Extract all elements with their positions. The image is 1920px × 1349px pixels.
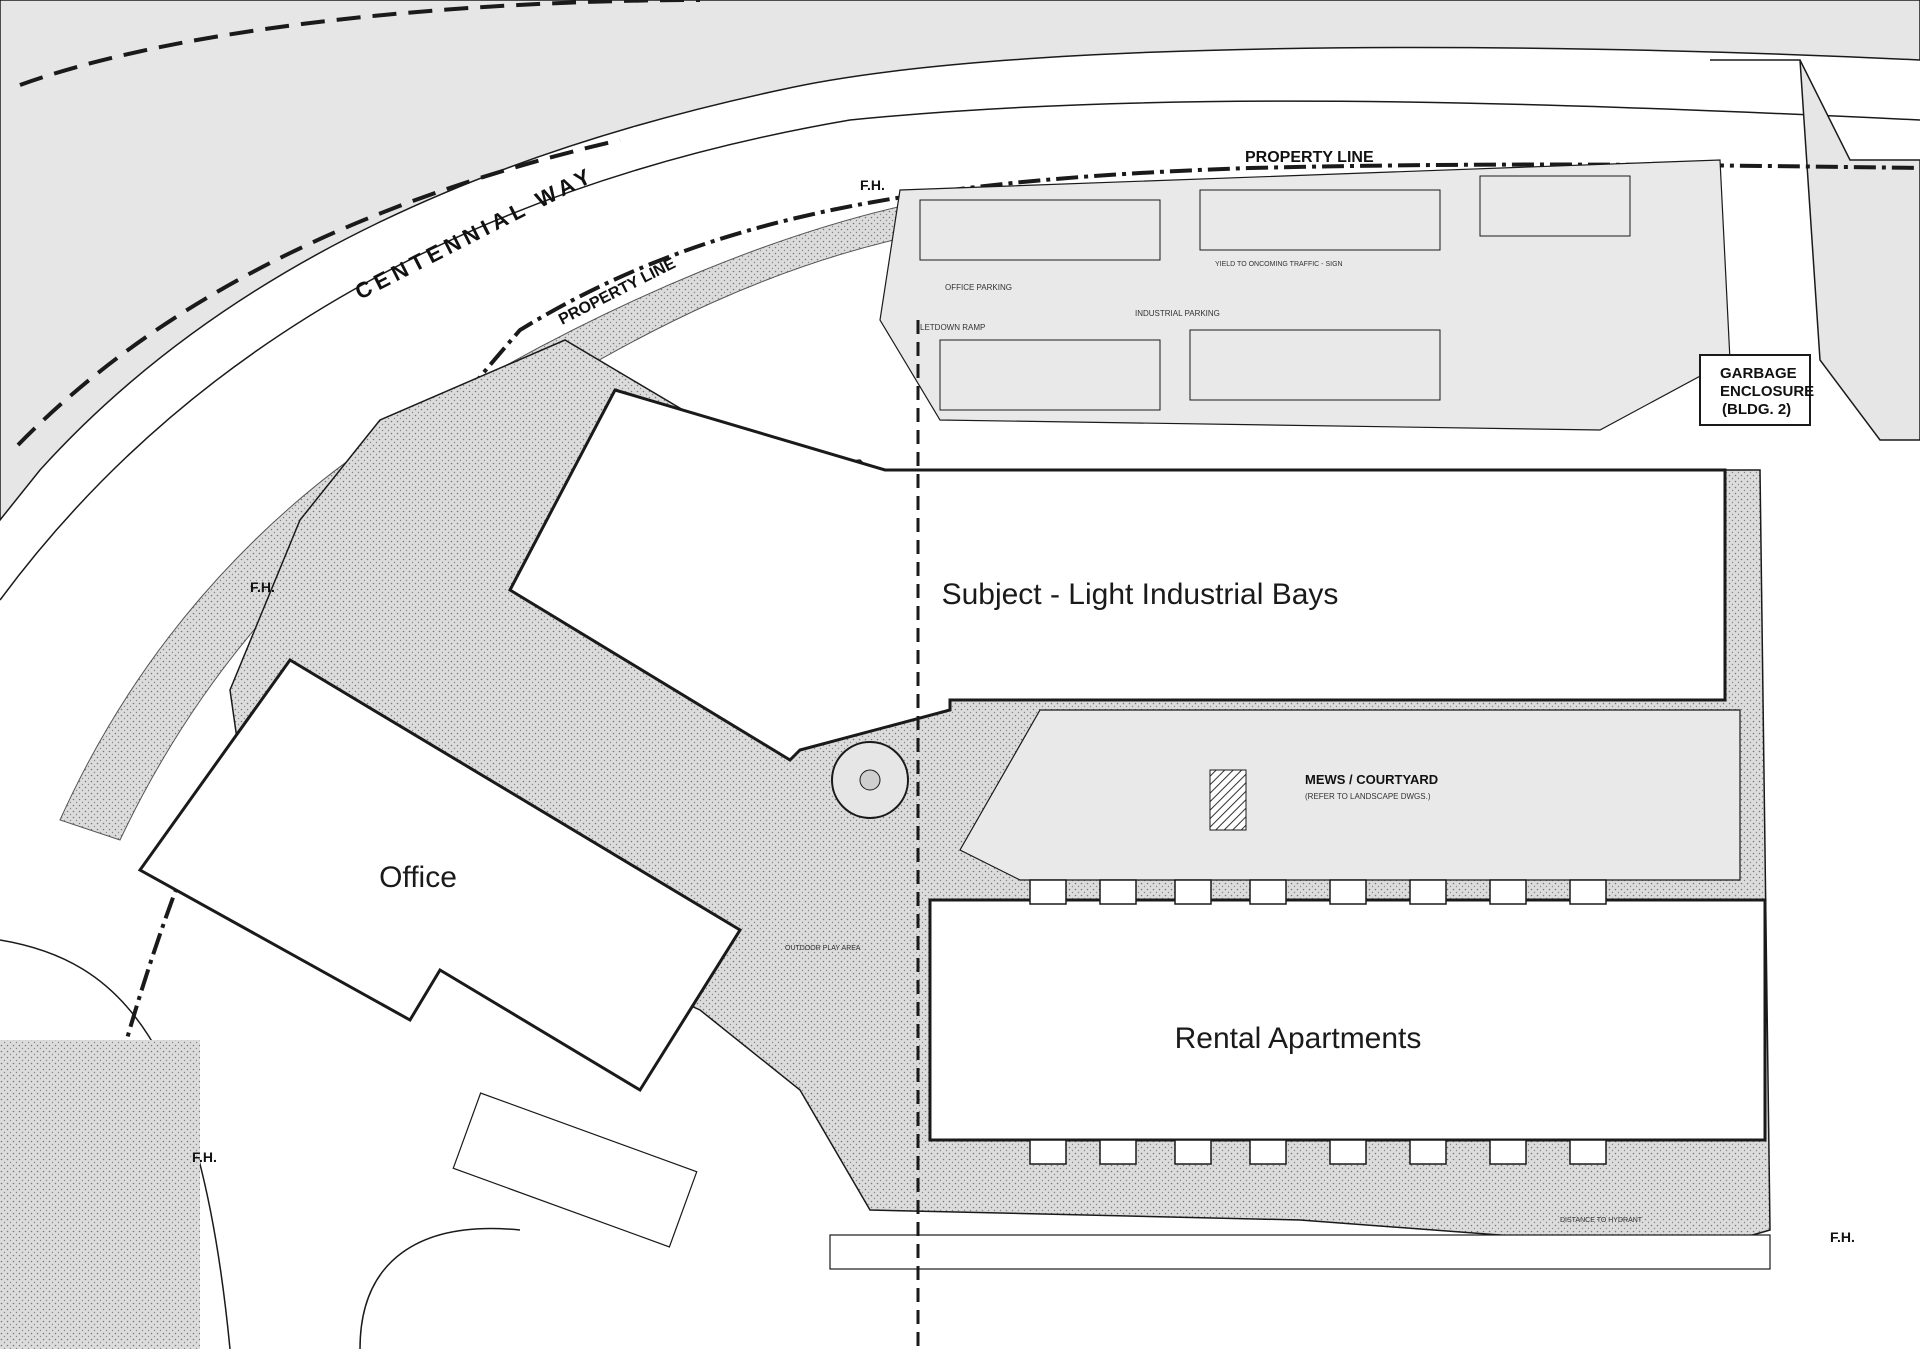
- fire-hydrant-label-2: F.H.: [1830, 1229, 1855, 1245]
- property-line-label-top: PROPERTY LINE: [1245, 149, 1374, 166]
- industrial-parking-label: INDUSTRIAL PARKING: [1135, 309, 1220, 318]
- courtyard-label: MEWS / COURTYARD: [1305, 772, 1438, 787]
- yield-sign-label: YIELD TO ONCOMING TRAFFIC - SIGN: [1215, 261, 1343, 268]
- courtyard-stair: [1209, 769, 1247, 831]
- paved-lot-lower-left: [0, 1040, 200, 1349]
- garbage-label-3: (BLDG. 2): [1722, 401, 1791, 418]
- road-edge-left: [16, 138, 621, 447]
- fire-hydrant-label: F.H.: [250, 579, 275, 595]
- road-inner-curb: [0, 100, 1920, 601]
- fire-hydrant-label-4: F.H.: [860, 177, 885, 193]
- rental-patios: [1029, 879, 1607, 1165]
- office-building-label: Office: [379, 861, 457, 894]
- letdown-ramp-label: LETDOWN RAMP: [920, 323, 985, 332]
- courtyard-note: (REFER TO LANDSCAPE DWGS.): [1305, 792, 1431, 801]
- parking-area-upper: [879, 159, 1731, 431]
- industrial-building-label: Subject - Light Industrial Bays: [942, 578, 1339, 611]
- building-industrial: [508, 388, 1727, 762]
- distance-to-hydrant-label: DISTANCE TO HYDRANT: [1560, 1217, 1643, 1224]
- road-centennial-way: [0, 0, 1920, 522]
- driveway-right: [1710, 59, 1920, 441]
- rental-building-label: Rental Apartments: [1175, 1022, 1422, 1055]
- building-rental: [928, 898, 1767, 1142]
- road-lower-curve: [359, 1227, 521, 1349]
- office-parking-label: OFFICE PARKING: [945, 283, 1012, 292]
- garbage-label-1: GARBAGE: [1720, 365, 1797, 382]
- building-office: [137, 658, 743, 1093]
- road-lower-left: [0, 939, 231, 1349]
- fire-hydrant-label-3: F.H.: [192, 1149, 217, 1165]
- garbage-label-2: ENCLOSURE: [1720, 383, 1814, 400]
- outdoor-play-label: OUTDOOR PLAY AREA: [785, 945, 861, 952]
- garbage-enclosure: [1699, 354, 1811, 426]
- road-centerline: [19, 0, 701, 87]
- mews-courtyard: [959, 709, 1741, 881]
- parking-area-left: [452, 1092, 698, 1248]
- parking-area-lower: [829, 1234, 1771, 1270]
